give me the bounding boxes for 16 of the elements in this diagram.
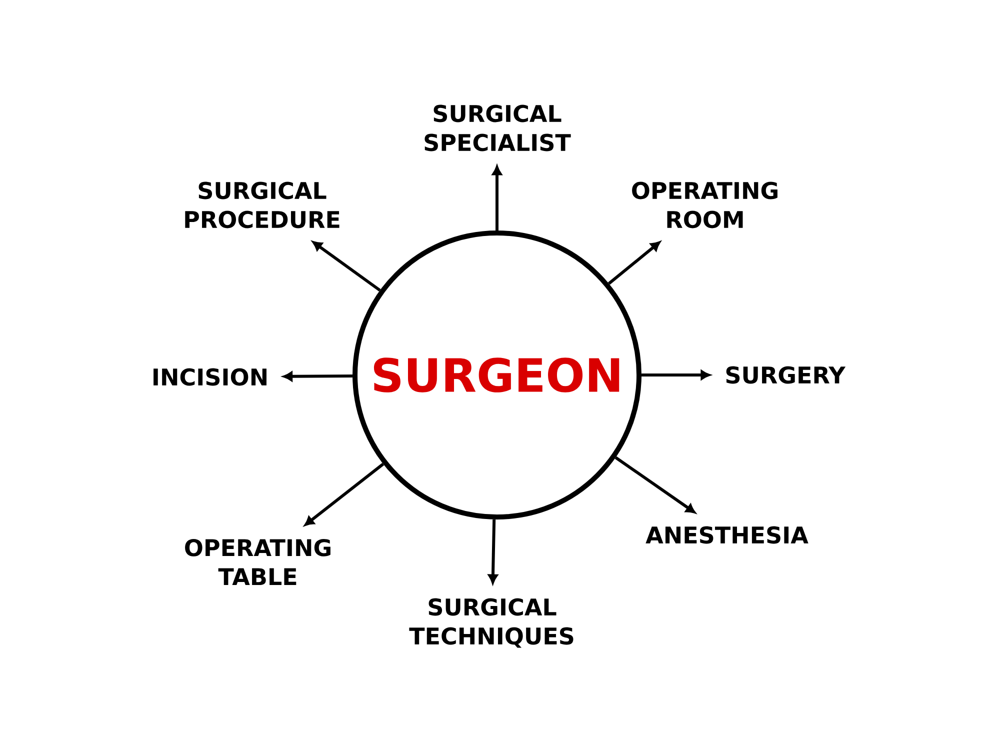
topic-label: SURGICAL PROCEDURE bbox=[185, 182, 340, 228]
arrow bbox=[488, 519, 498, 584]
arrow bbox=[642, 370, 710, 380]
topic-label: INCISION bbox=[154, 368, 266, 386]
topic-label: OPERATING TABLE bbox=[185, 538, 330, 586]
topic-label: SURGICAL SPECIALIST bbox=[424, 104, 571, 152]
topic-label: SURGERY bbox=[726, 366, 846, 384]
topic-label: SURGICAL TECHNIQUES bbox=[409, 598, 574, 648]
arrow bbox=[283, 372, 353, 382]
topic-label: ANESTHESIA bbox=[646, 526, 808, 544]
arrow bbox=[304, 462, 384, 526]
arrow bbox=[492, 166, 502, 230]
arrow bbox=[614, 456, 696, 514]
topic-label: OPERATING ROOM bbox=[632, 182, 778, 228]
arrow bbox=[608, 241, 660, 285]
arrow bbox=[312, 241, 381, 292]
